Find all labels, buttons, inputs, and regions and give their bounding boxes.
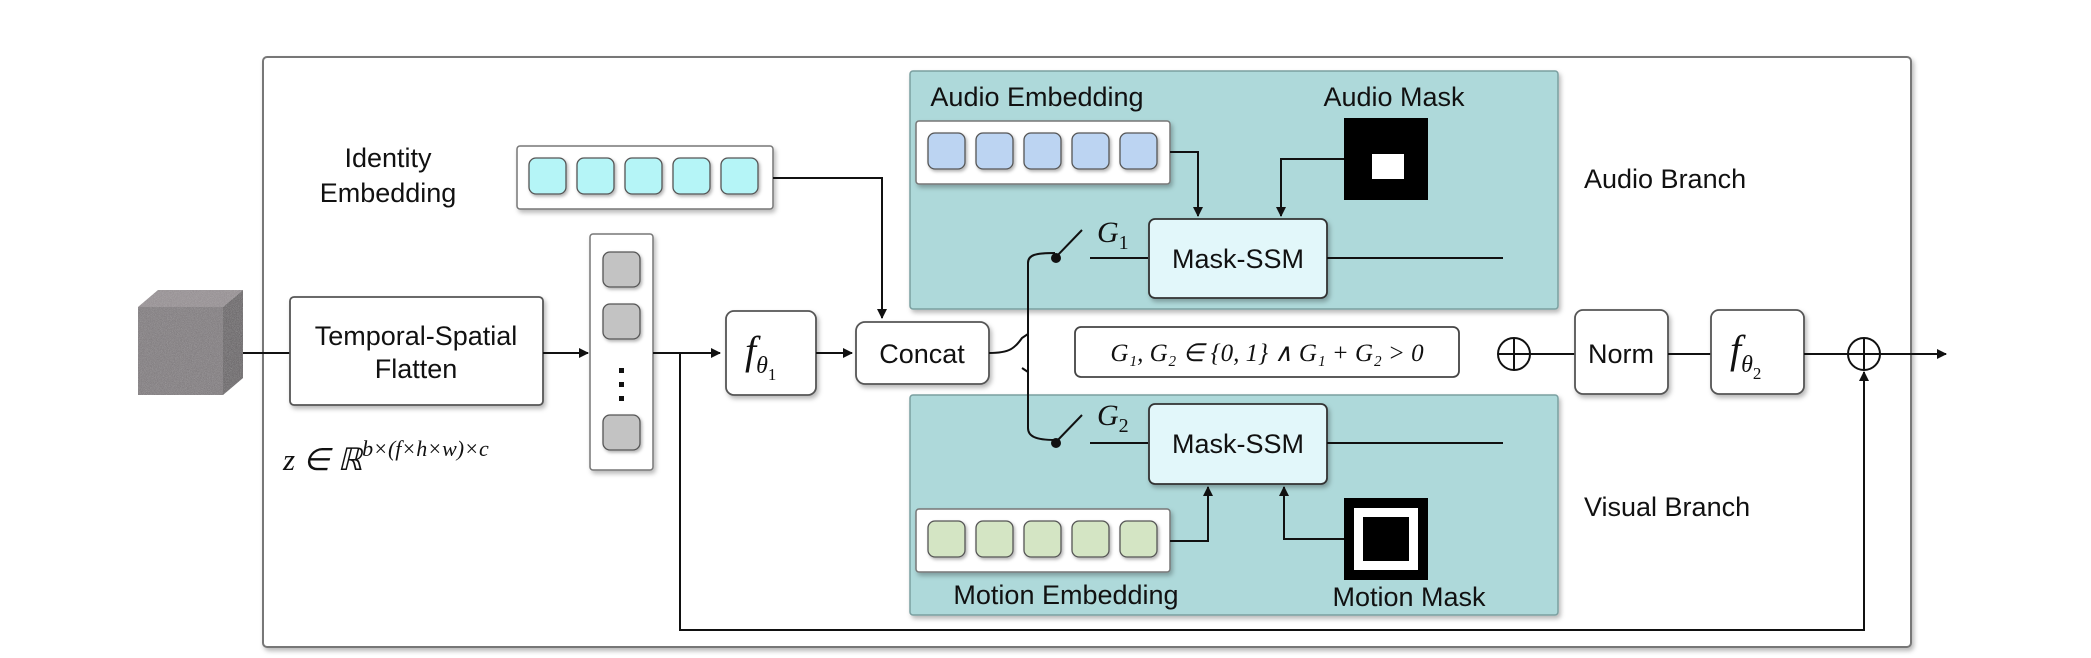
arrow: [1170, 486, 1213, 542]
identity-embedding-label-line1: Identity: [344, 143, 432, 173]
gate-g2-label: G2: [1097, 399, 1129, 437]
identity-token: [624, 157, 663, 195]
arrow: [1276, 158, 1344, 217]
visual-mask-ssm-label: Mask-SSM: [1172, 429, 1304, 459]
temporal-spatial-flatten-block: [289, 296, 544, 406]
f-theta2-block: [1710, 309, 1805, 395]
motion-token: [1023, 520, 1062, 558]
motion-token: [975, 520, 1014, 558]
audio-branch-label: Audio Branch: [1584, 164, 1746, 194]
motion-embedding-label: Motion Embedding: [953, 580, 1178, 610]
gate-condition-formula: G₁, G₂ ∈ {0, 1} ∧ G₁ + G₂ > 0: [1110, 340, 1424, 367]
flatten-label-line2: Flatten: [375, 354, 458, 384]
gate-condition-box: [1074, 326, 1460, 378]
motion-mask-center: [1375, 532, 1399, 552]
norm-block: [1574, 309, 1669, 395]
audio-token: [1119, 132, 1158, 170]
gate-g2-switch: [1054, 414, 1083, 444]
flatten-label-line1: Temporal-Spatial: [315, 321, 518, 351]
motion-token: [1119, 520, 1158, 558]
arrow: [1170, 151, 1203, 217]
arrow: [773, 177, 887, 319]
ellipsis-dots: [619, 368, 624, 401]
gate-g1-pivot: [1051, 253, 1061, 263]
visual-branch-label: Visual Branch: [1584, 492, 1750, 522]
audio-token: [1023, 132, 1062, 170]
input-video-cube: [138, 290, 243, 395]
identity-token: [720, 157, 759, 195]
concat-label: Concat: [879, 339, 965, 369]
audio-mask-ssm-label: Mask-SSM: [1172, 244, 1304, 274]
norm-label: Norm: [1588, 339, 1654, 369]
sequence-token: [602, 251, 641, 288]
audio-mask-region: [1372, 154, 1404, 179]
audio-token: [927, 132, 966, 170]
audio-mask-label: Audio Mask: [1323, 82, 1465, 112]
arrow: [1279, 486, 1344, 540]
residual-skip-connection: [679, 353, 1869, 631]
identity-token: [576, 157, 615, 195]
audio-token: [975, 132, 1014, 170]
audio-token: [1071, 132, 1110, 170]
motion-mask-label: Motion Mask: [1332, 582, 1486, 612]
gate-g1-switch: [1054, 229, 1083, 259]
motion-token: [1071, 520, 1110, 558]
motion-token: [927, 520, 966, 558]
sequence-token: [602, 303, 641, 340]
branch-split-brace: [988, 252, 1056, 441]
audio-embedding-label: Audio Embedding: [930, 82, 1143, 112]
gate-g1-label: G1: [1097, 216, 1129, 254]
gate-g2-pivot: [1051, 438, 1061, 448]
identity-token: [528, 157, 567, 195]
latent-shape-formula: z ∈ ℝb×(f×h×w)×c: [282, 436, 489, 477]
sequence-token: [602, 414, 641, 451]
identity-token: [672, 157, 711, 195]
identity-embedding-label-line2: Embedding: [320, 178, 457, 208]
